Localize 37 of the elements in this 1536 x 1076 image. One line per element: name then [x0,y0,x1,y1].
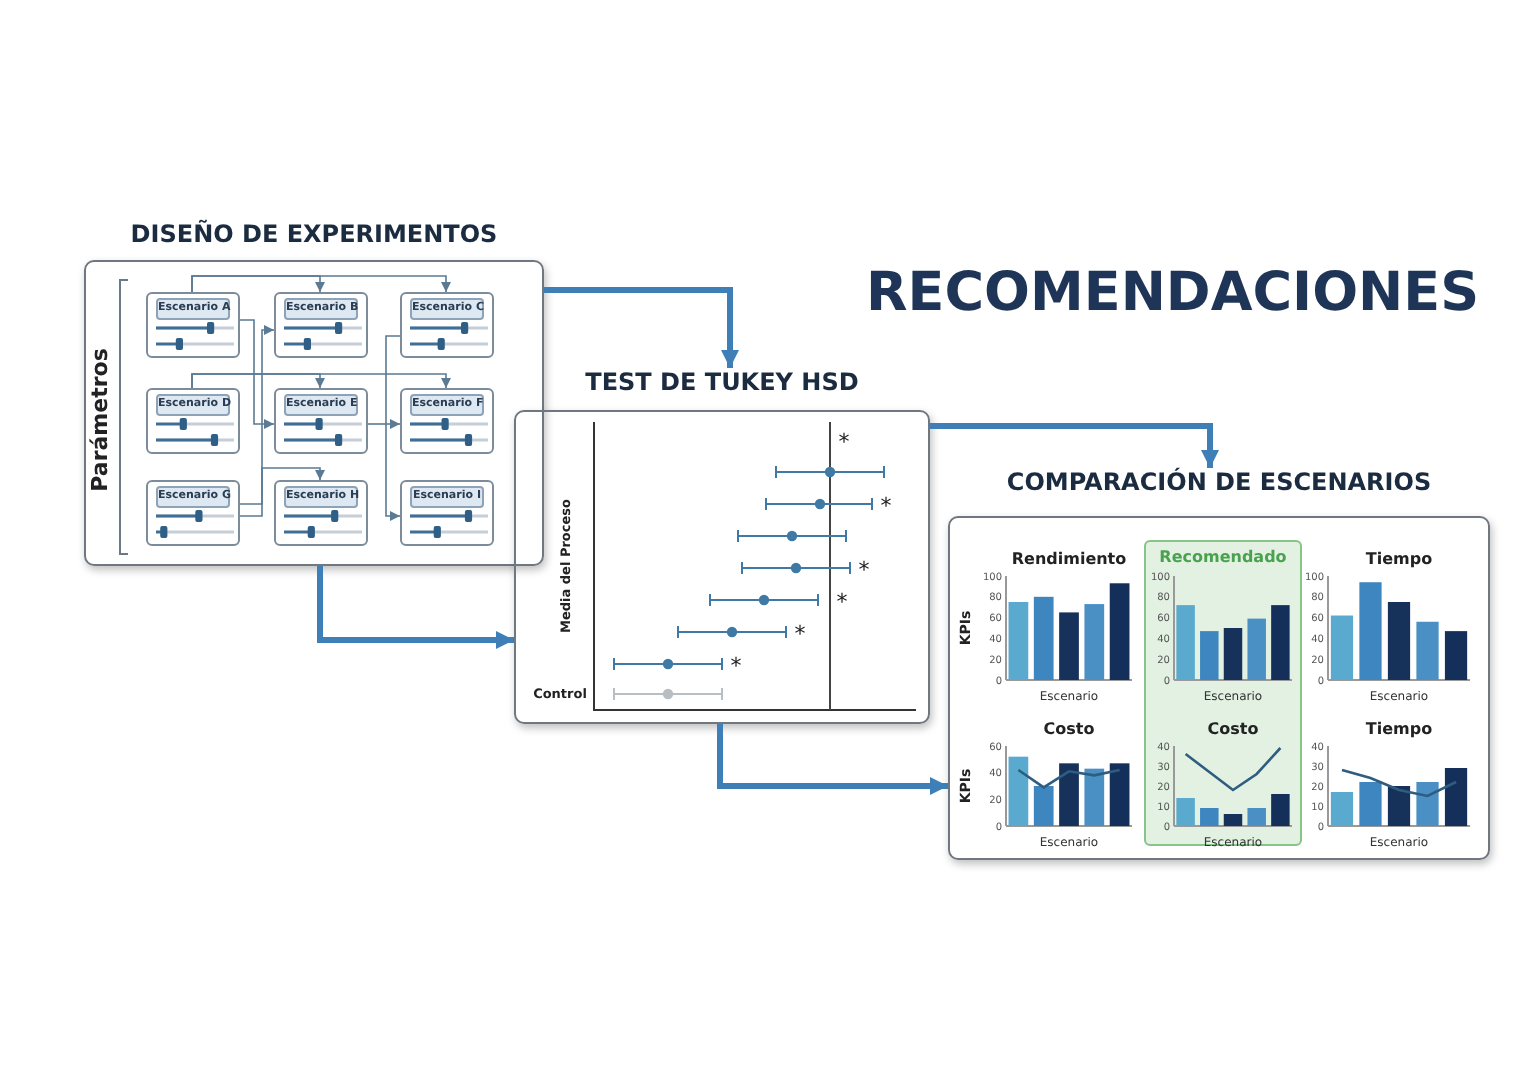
panel-heading: COMPARACIÓN DE ESCENARIOS [1004,468,1434,496]
chart-title: Costo [1207,720,1259,738]
significance-mark: * [794,621,806,647]
chart-title: Rendimiento [1011,550,1127,568]
arrow [191,373,451,389]
significance-mark: * [880,493,892,519]
chart-title: Tiempo [1365,720,1433,738]
arrow [239,319,275,429]
arrow [367,419,401,429]
scenario-card [274,480,368,546]
arrow [239,467,325,505]
scenario-card [400,480,494,546]
scenario-card [400,388,494,454]
significance-mark: * [836,589,848,615]
axis-title: Parámetros [87,348,113,492]
arrow [544,287,739,368]
scenario-card [274,292,368,358]
arrow [317,566,514,649]
chart-title: Costo [1043,720,1095,738]
chart-title: Tiempo [1365,550,1433,568]
scenario-card [146,292,240,358]
panel-heading: DISEÑO DE EXPERIMENTOS [128,220,500,248]
arrow [239,325,275,517]
scenario-card [274,388,368,454]
arrow [717,724,948,795]
panel-heading: Recomendado [1157,548,1289,566]
panel-heading: TEST DE TUKEY HSD [583,368,861,396]
significance-mark: * [838,429,850,455]
scenario-card [146,388,240,454]
significance-mark: * [858,557,870,583]
page-title: RECOMENDACIONES [866,262,1480,324]
significance-mark: * [730,653,742,679]
scenario-card [400,292,494,358]
arrow [191,275,451,293]
arrow [385,335,401,521]
scenario-card [146,480,240,546]
arrow [930,423,1219,468]
